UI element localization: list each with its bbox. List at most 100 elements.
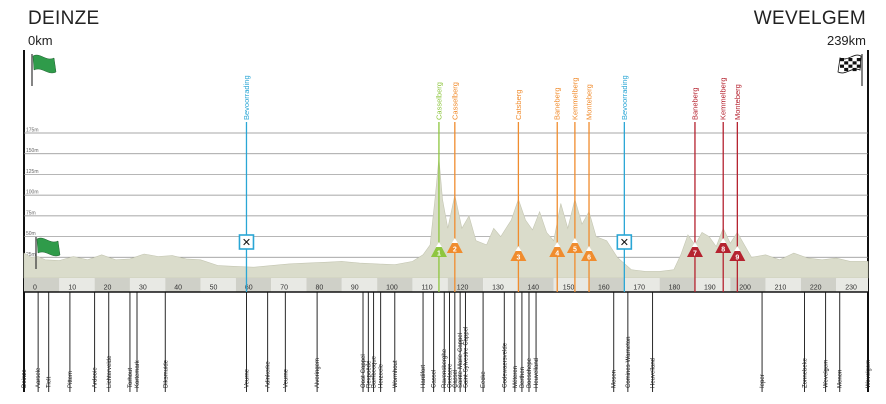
place-name: Godewaersvelde <box>502 342 508 388</box>
climb-icon-peak <box>691 242 698 247</box>
finish-town-name: WEVELGEM <box>753 8 866 29</box>
distance-tick-label: 80 <box>316 285 324 292</box>
axis-segment <box>129 278 166 292</box>
climb-name: Casselberg <box>450 82 459 120</box>
climb-icon-peak <box>435 242 442 247</box>
climb-icon-peak <box>734 246 741 251</box>
distance-tick-label: 0 <box>33 285 37 292</box>
place-name: Wevelgem <box>824 360 830 388</box>
place-name: Eecke <box>481 371 487 388</box>
elevation-area <box>23 157 869 279</box>
distance-tick-label: 70 <box>280 285 288 292</box>
flag-check <box>844 67 849 72</box>
place-name: Veurne <box>244 368 250 388</box>
flag-check <box>852 61 857 65</box>
distance-tick-label: 100 <box>386 285 398 292</box>
climb-name: Catsberg <box>514 90 523 120</box>
place-name: Zonnebeke <box>802 357 808 388</box>
axis-segment <box>553 278 590 292</box>
place-name: Ieper <box>760 374 766 388</box>
finish-flag-icon <box>837 54 863 86</box>
axis-segment <box>518 278 554 292</box>
axis-segment <box>659 278 695 292</box>
climb-icon-peak <box>554 242 561 247</box>
climb-number: 2 <box>453 247 457 254</box>
climb-icon <box>549 242 566 257</box>
flag-check <box>844 61 849 65</box>
climb-icon <box>581 246 598 261</box>
altitude-label: 175m <box>26 128 39 134</box>
axis-segment <box>800 278 837 292</box>
axis-segment <box>765 278 801 292</box>
climb-icon <box>686 242 703 257</box>
distance-tick-label: 220 <box>810 285 822 292</box>
start-flag-icon <box>35 237 61 269</box>
place-name: Bambecque <box>372 355 378 388</box>
climb-number: 8 <box>721 247 725 254</box>
place-name: Torhout <box>128 368 134 388</box>
elevation-profile <box>23 157 869 279</box>
place-name: Sainte-Marie-Cappel <box>458 333 464 388</box>
axis-segment <box>377 278 413 292</box>
place-name: Herzeele <box>379 363 385 388</box>
altitude-label: 25m <box>26 252 36 258</box>
place-name: Ardooie <box>93 367 99 388</box>
distance-tick-label: 40 <box>174 285 182 292</box>
climb-icon-peak <box>571 238 578 243</box>
place-name: Cassel <box>432 370 438 388</box>
place-name: Boeschepe <box>527 357 533 388</box>
place-name: Ravensberghe <box>442 348 448 388</box>
place-name: Lichtervelde <box>107 355 113 388</box>
start-town-name: DEINZE <box>28 8 100 29</box>
distance-tick-label: 170 <box>633 285 645 292</box>
flag-cloth <box>32 54 57 74</box>
place-name: Cassel <box>453 370 459 388</box>
distance-tick-label: 200 <box>739 285 751 292</box>
flag-check <box>848 64 853 68</box>
distance-tick-label: 10 <box>68 285 76 292</box>
distance-tick-label: 90 <box>351 285 359 292</box>
distance-tick-label: 130 <box>492 285 504 292</box>
start-distance: 0km <box>28 33 53 48</box>
flag-check <box>852 67 857 72</box>
place-name: Heuvelland <box>534 358 540 388</box>
climb-icon <box>510 246 527 261</box>
feed-zone-icon <box>616 234 633 250</box>
axis-segment <box>165 278 201 292</box>
climb-name: Monteberg <box>733 84 742 120</box>
distance-tick-label: 20 <box>104 285 112 292</box>
feed-zone-icon-glyph: ✕ <box>242 236 251 249</box>
place-name: Saint-Sylvestre-Cappel <box>463 327 469 388</box>
axis-segment <box>24 278 60 292</box>
place-name: Deinze <box>22 369 28 388</box>
distance-tick-label: 180 <box>669 285 681 292</box>
feed-zone-icon-glyph: ✕ <box>620 236 629 249</box>
place-name: Veurne <box>283 368 289 388</box>
place-name: Wormhout <box>393 360 399 388</box>
distance-tick-label: 160 <box>598 285 610 292</box>
climb-number: 9 <box>735 255 739 262</box>
distance-tick-label: 230 <box>845 285 857 292</box>
axis-segment <box>94 278 130 292</box>
climb-icon-peak <box>586 246 593 251</box>
climb-number: 1 <box>437 251 441 258</box>
axis-segment <box>624 278 660 292</box>
axis-segment <box>730 278 766 292</box>
flag-check <box>856 58 861 62</box>
climb-icon <box>715 238 732 253</box>
flag-check <box>840 64 844 68</box>
feed-zone-name: Bevoorrading <box>242 75 251 120</box>
altitude-label: 75m <box>26 210 36 216</box>
altitude-label: 100m <box>26 190 39 196</box>
distance-tick-label: 30 <box>139 285 147 292</box>
axis-segment <box>483 278 519 292</box>
distance-tick-label: 140 <box>527 285 539 292</box>
climb-name: Kemmelberg <box>570 77 579 120</box>
distance-tick-label: 120 <box>457 285 469 292</box>
axis-segment <box>836 278 868 292</box>
distance-tick-label: 190 <box>704 285 716 292</box>
flags <box>31 54 863 269</box>
place-name: Pittem <box>68 371 74 388</box>
